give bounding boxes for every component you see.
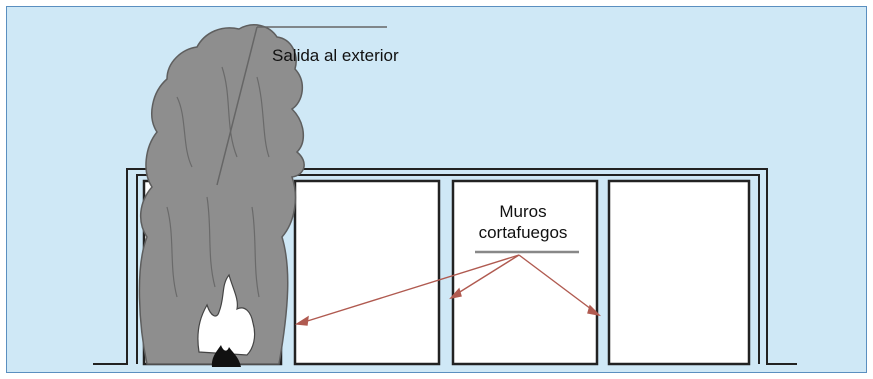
compartment-2 — [293, 179, 441, 366]
fire-flames — [197, 273, 256, 367]
compartment-4 — [607, 179, 751, 366]
firewall-arrows — [294, 250, 602, 326]
building-outline — [93, 168, 797, 365]
compartment-3 — [451, 179, 599, 366]
building-diagram — [93, 24, 797, 367]
firewalls-label-line2: cortafuegos — [478, 223, 568, 242]
diagram-frame: Salida al exterior Muros cortafuegos — [6, 6, 867, 373]
exit-label: Salida al exterior — [272, 46, 399, 65]
firewalls-label: Muros cortafuegos — [468, 201, 578, 243]
fire-core — [211, 345, 241, 367]
firewalls-label-line1: Muros — [499, 202, 547, 221]
exit-leader — [216, 26, 387, 186]
